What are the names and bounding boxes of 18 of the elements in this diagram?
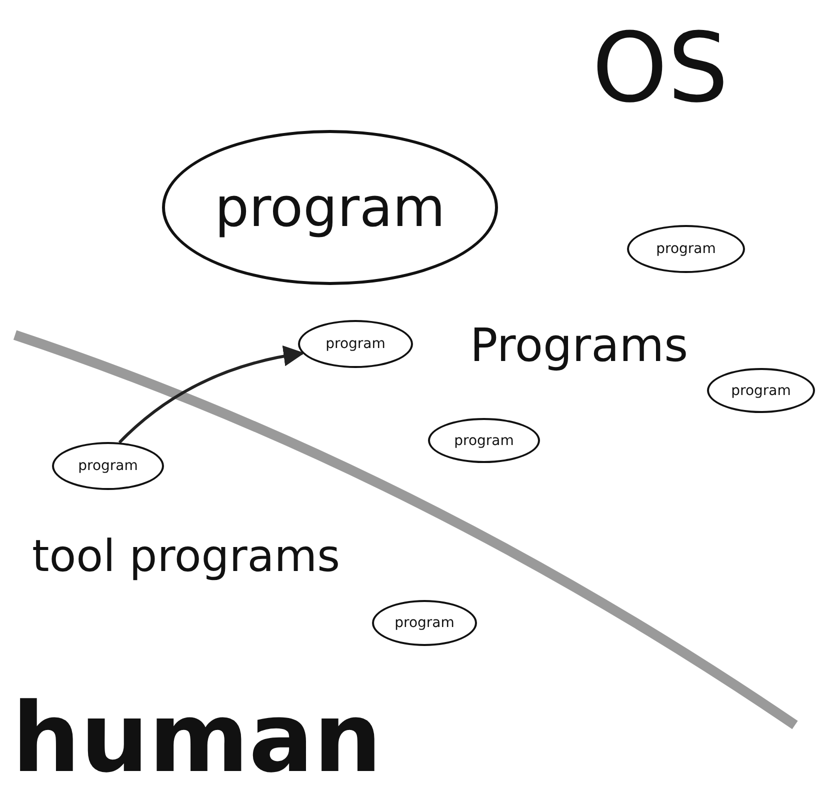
node-label: program [731,382,791,398]
label-text: OS [592,20,728,116]
node-label: program [326,336,386,352]
ellipse-node [627,225,745,273]
ellipse-node [162,130,498,285]
node-label: program [656,241,716,257]
ellipse-node [428,418,540,463]
node-label: program [454,432,514,448]
ellipse-node [298,320,413,368]
label-text: human [12,690,382,786]
node-label: program [78,458,138,474]
node-label: program [214,176,446,239]
ellipse-node [52,442,164,490]
node-label: program [394,615,454,631]
ellipse-node [372,600,477,646]
arrow [118,346,305,444]
ellipse-node [707,368,815,413]
label-text: tool programs [32,535,340,579]
